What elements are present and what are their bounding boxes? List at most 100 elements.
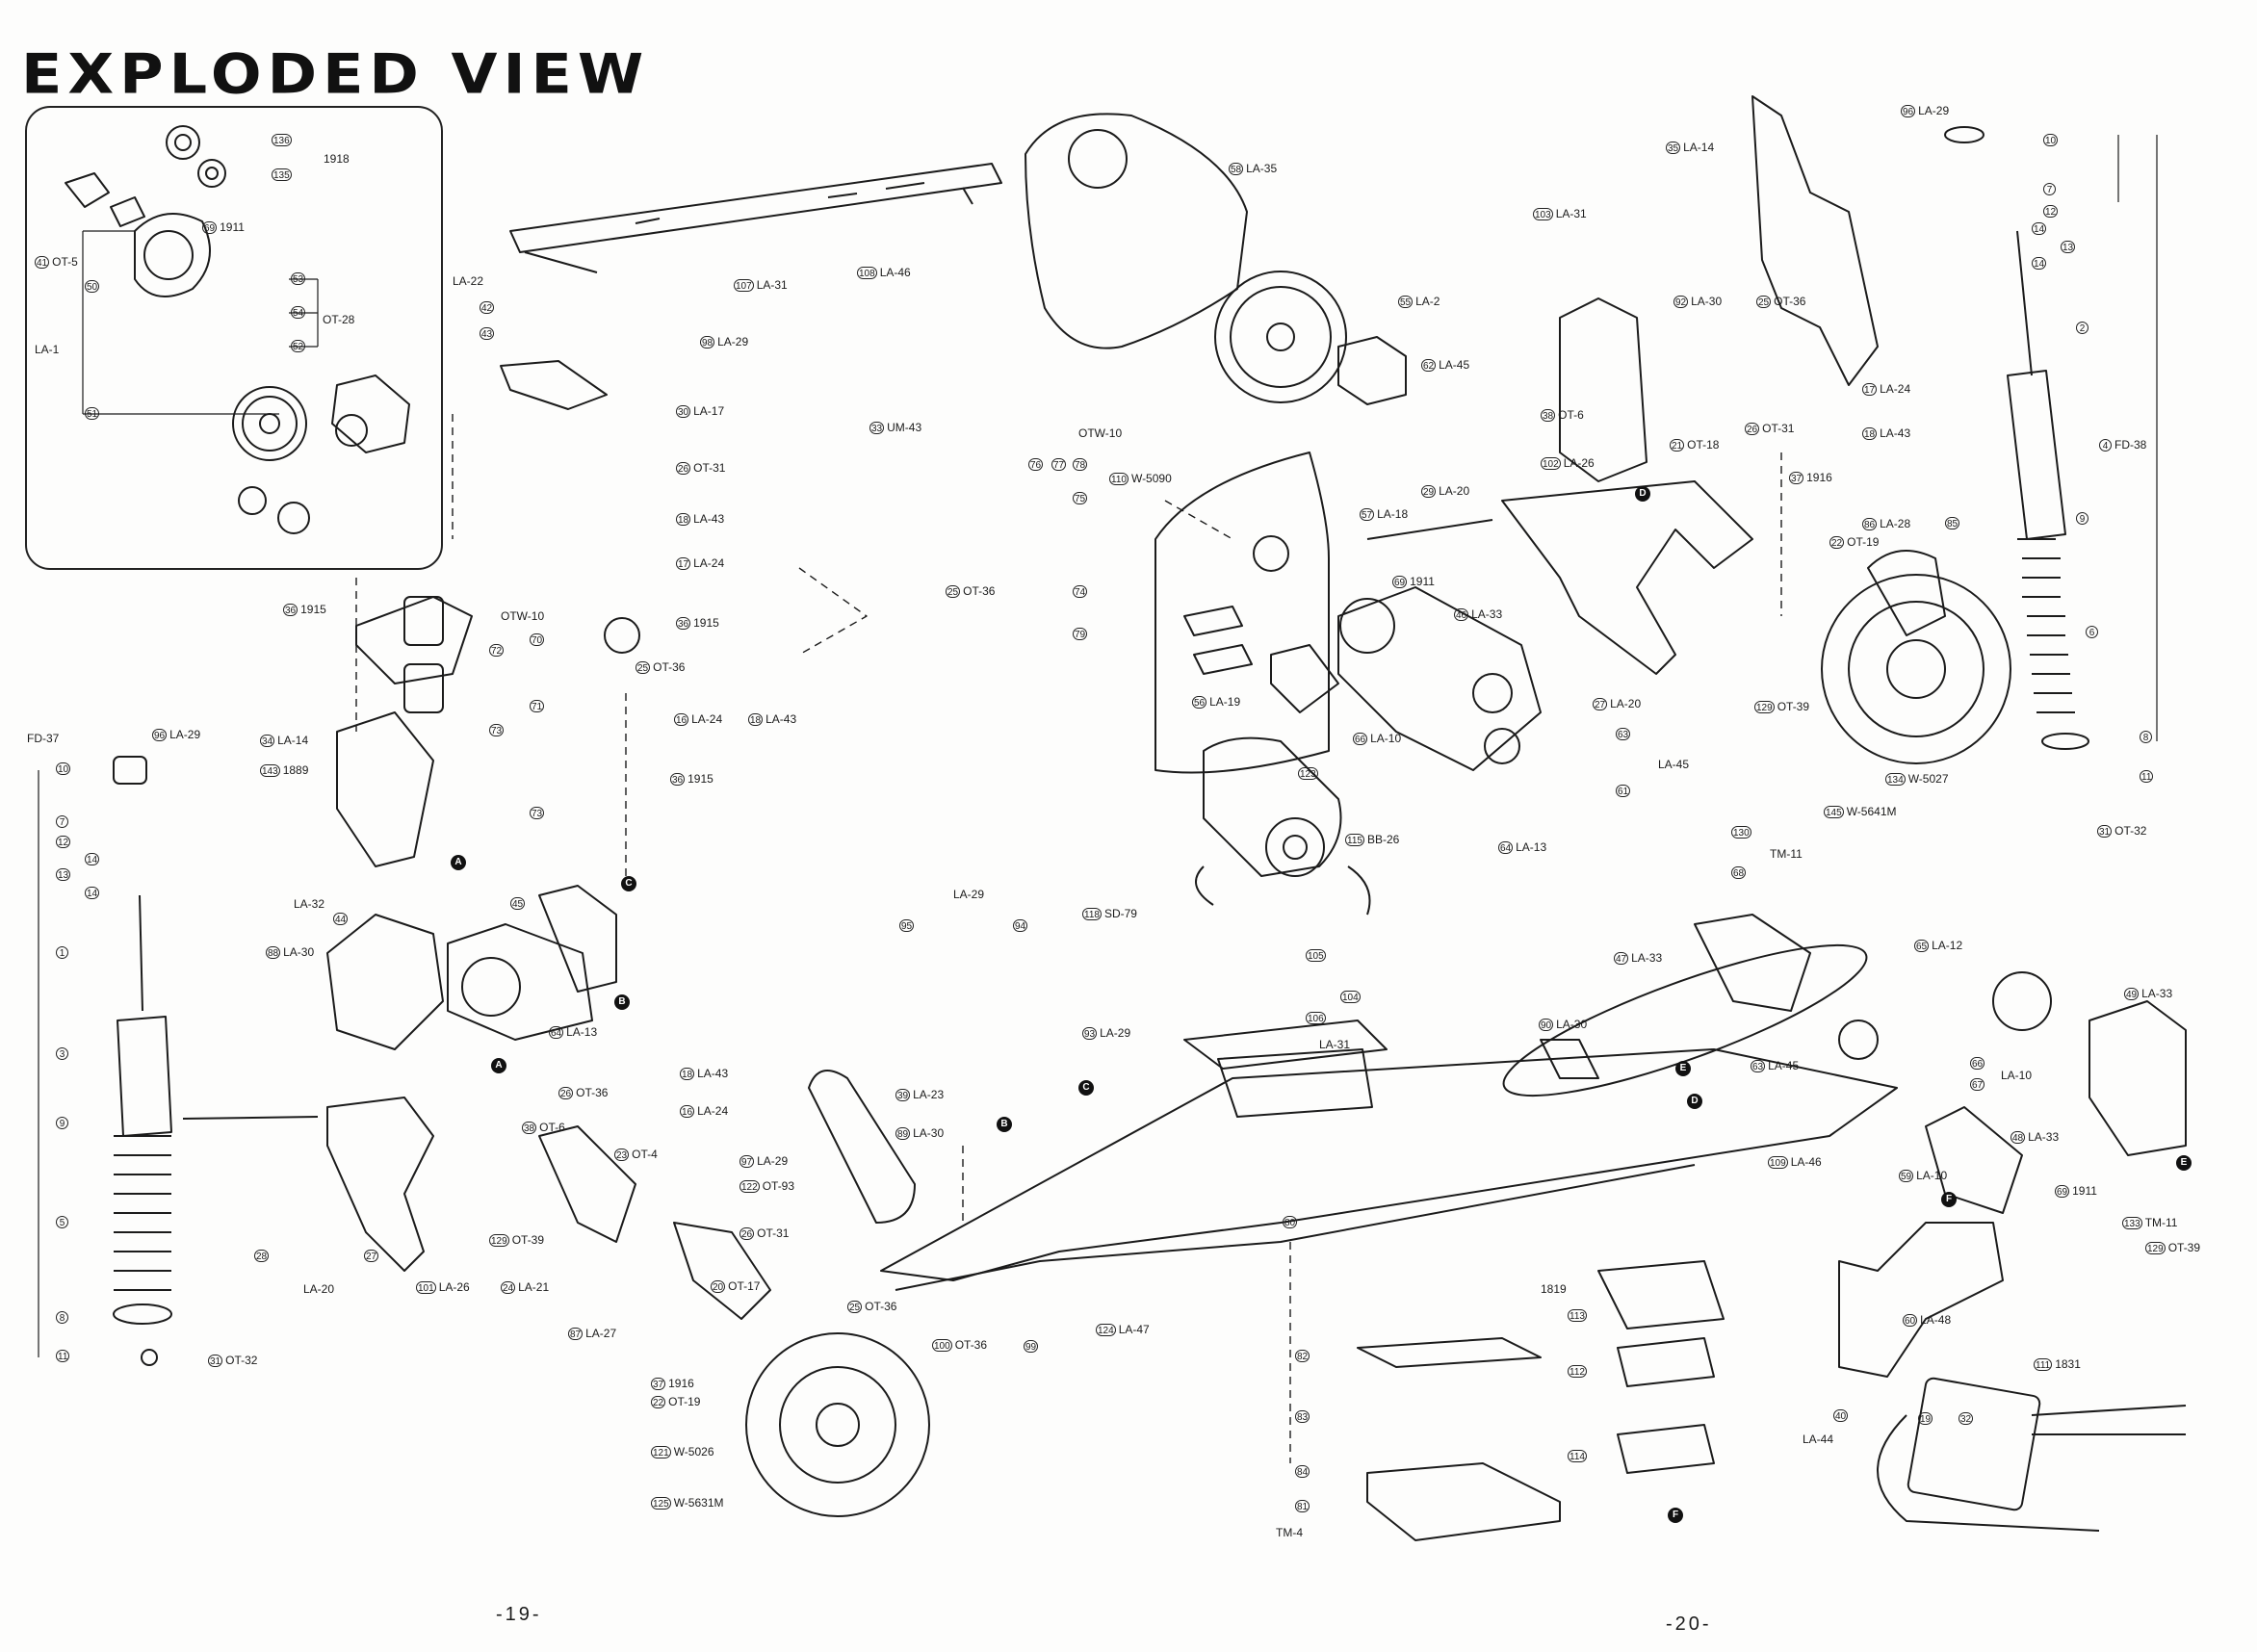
differential-gear-art <box>65 125 410 534</box>
callout-81: 81 <box>1295 1500 1310 1512</box>
page-number-left: -19- <box>496 1604 542 1625</box>
marker-a-bottom: A <box>491 1058 506 1073</box>
label-la32: LA-32 <box>294 897 325 911</box>
motor-art <box>1195 736 1371 916</box>
callout-14b: 14 <box>2032 257 2047 270</box>
label-la31-mid: LA-31 <box>1319 1038 1351 1051</box>
callout-74: 74 <box>1073 585 1088 598</box>
callout-43: 43 <box>480 327 495 340</box>
callout-51: 51 <box>85 407 100 420</box>
callout-44: 44 <box>333 913 349 925</box>
callout-14a: 14 <box>2032 222 2047 235</box>
label-ot28: OT-28 <box>323 313 355 326</box>
left-gearbox-art <box>326 885 617 1050</box>
callout-70: 70 <box>530 633 545 646</box>
label-otw10-b: OTW-10 <box>501 609 545 623</box>
callout-80: 80 <box>1283 1216 1298 1228</box>
callout-6: 6 <box>2086 626 2098 638</box>
callout-123: 123 <box>1298 767 1318 780</box>
callout-13b: 13 <box>56 868 71 881</box>
label-la10-right: LA-10 <box>2001 1069 2033 1082</box>
callout-99: 99 <box>1024 1340 1039 1353</box>
callout-19: 19 <box>1918 1412 1933 1425</box>
label-la29-top: LA-29 <box>953 888 985 901</box>
label-la20-bottom: LA-20 <box>303 1282 335 1296</box>
callout-135: 135 <box>272 168 292 181</box>
page-number-right: -20- <box>1666 1613 1712 1635</box>
left-wheel-art <box>538 1125 930 1517</box>
callout-14c: 14 <box>85 853 100 865</box>
label-la22: LA-22 <box>453 274 484 288</box>
callout-114: 114 <box>1568 1450 1587 1462</box>
label-la44: LA-44 <box>1803 1433 1834 1446</box>
label-tm4: TM-4 <box>1276 1526 1303 1539</box>
label-1819: 1819 <box>1541 1282 1567 1296</box>
gear-cover-art <box>1025 113 1248 349</box>
callout-8b: 8 <box>56 1311 68 1324</box>
callout-113: 113 <box>1568 1309 1587 1322</box>
callout-112: 112 <box>1568 1365 1587 1378</box>
upper-rail-art <box>509 163 1002 273</box>
marker-d-bottom: D <box>1687 1094 1702 1109</box>
right-shock-art <box>1944 126 2089 750</box>
label-la45-right: LA-45 <box>1658 758 1690 771</box>
callout-77: 77 <box>1051 458 1067 471</box>
label-1918: 1918 <box>324 152 350 166</box>
callout-106: 106 <box>1306 1012 1326 1024</box>
callout-9b: 9 <box>56 1117 68 1129</box>
motor-plate-art <box>1154 452 1330 774</box>
marker-a-top: A <box>451 855 466 870</box>
servo-tray-art <box>1357 1039 1725 1541</box>
callout-1: 1 <box>56 946 68 959</box>
callout-61: 61 <box>1616 785 1631 797</box>
callout-72: 72 <box>489 644 505 657</box>
marker-d-top: D <box>1635 486 1650 502</box>
callout-7a: 7 <box>2043 183 2056 195</box>
callout-67: 67 <box>1970 1078 1985 1091</box>
